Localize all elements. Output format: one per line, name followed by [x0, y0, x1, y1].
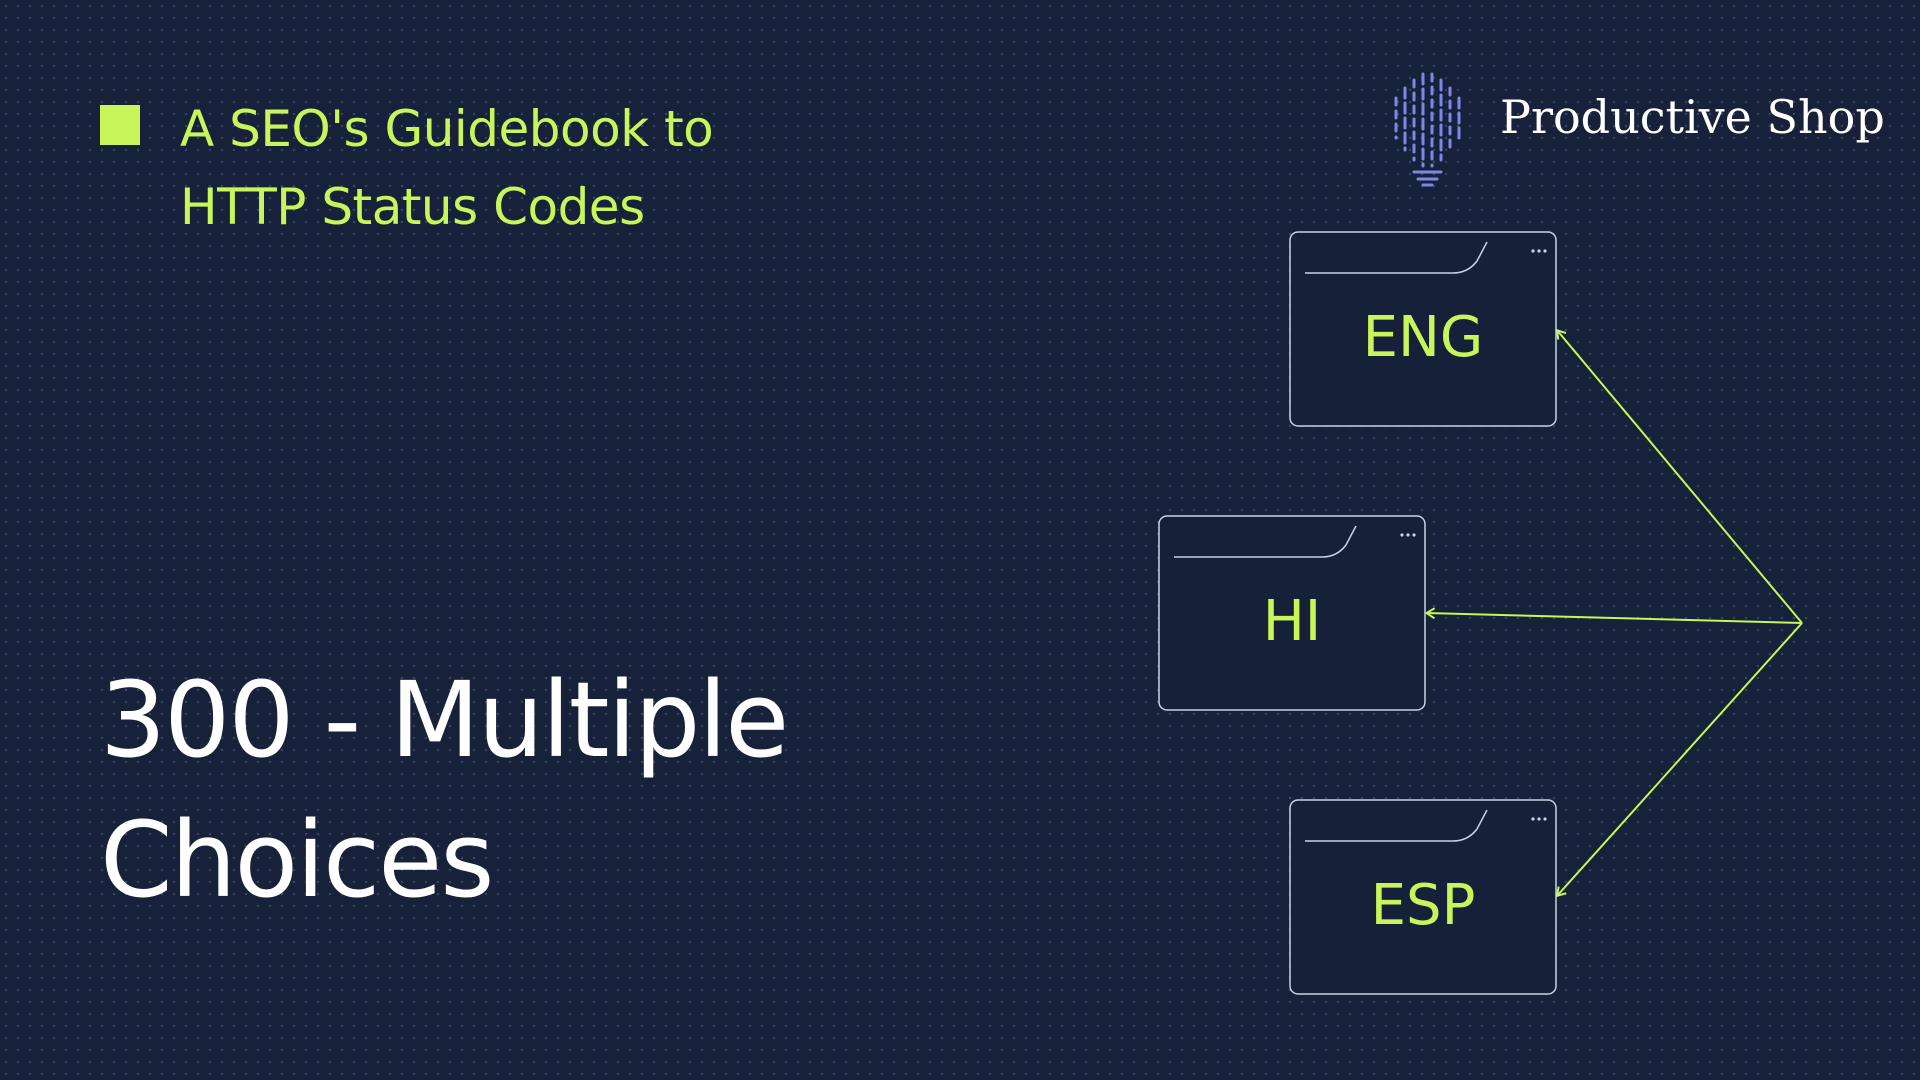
ellipsis-dot: [1531, 817, 1535, 821]
node-esp: ESP: [1289, 799, 1557, 995]
ellipsis-dot: [1400, 533, 1404, 537]
node-label: ENG: [1363, 305, 1484, 370]
series-title-line-2: HTTP Status Codes: [180, 178, 645, 236]
ellipsis-icon: [1531, 817, 1547, 821]
browser-tab-line: [1305, 241, 1488, 274]
node-hi: HI: [1158, 515, 1426, 711]
ellipsis-dot: [1543, 249, 1547, 253]
page-title-line-1: 300 - Multiple: [100, 659, 789, 781]
node-frame: [1289, 231, 1557, 427]
node-label: ESP: [1371, 873, 1476, 938]
brand-name: Productive Shop: [1500, 90, 1885, 144]
lightbulb-lines-icon: [1394, 72, 1461, 187]
node-frame: [1158, 515, 1426, 711]
node-eng: ENG: [1289, 231, 1557, 427]
square-bullet-icon: [100, 105, 140, 145]
edge-to-eng: [1555, 328, 1803, 624]
ellipsis-dot: [1406, 533, 1410, 537]
browser-tab-line: [1305, 809, 1488, 842]
ellipsis-dot: [1543, 817, 1547, 821]
ellipsis-icon: [1400, 533, 1416, 537]
browser-tab-line: [1174, 525, 1357, 558]
edge-to-esp: [1555, 622, 1803, 898]
ellipsis-dot: [1537, 249, 1541, 253]
page-title: 300 - Multiple Choices: [100, 650, 789, 930]
series-title-line-1: A SEO's Guidebook to: [180, 100, 714, 158]
ellipsis-dot: [1537, 817, 1541, 821]
node-frame: [1289, 799, 1557, 995]
series-title: A SEO's Guidebook to HTTP Status Codes: [180, 90, 714, 246]
edge-to-hi: [1424, 607, 1803, 624]
brand: Productive Shop: [1390, 68, 1885, 188]
page-title-line-2: Choices: [100, 799, 494, 921]
ellipsis-icon: [1531, 249, 1547, 253]
ellipsis-dot: [1531, 249, 1535, 253]
nodes-layer: ENG HI ESP: [1158, 231, 1557, 995]
ellipsis-dot: [1412, 533, 1416, 537]
edges-layer: [1424, 328, 1803, 898]
node-label: HI: [1263, 589, 1322, 654]
square-bullet-shape: [100, 105, 140, 145]
